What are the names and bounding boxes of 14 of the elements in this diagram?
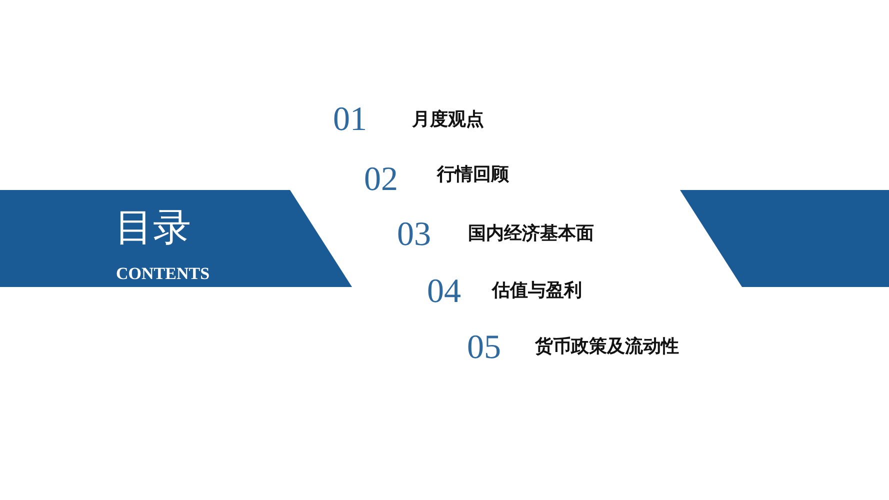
- section-title: 货币政策及流动性: [535, 336, 679, 358]
- section-number: 04: [427, 273, 461, 311]
- section-title: 行情回顾: [437, 164, 509, 186]
- section-title: 月度观点: [412, 109, 484, 131]
- section-number: 02: [364, 161, 398, 199]
- section-title: 国内经济基本面: [468, 223, 594, 245]
- section-number: 05: [467, 329, 501, 367]
- banner-band: [680, 190, 889, 287]
- section-title: 估值与盈利: [492, 280, 582, 302]
- subheading: CONTENTS: [116, 264, 210, 284]
- heading: 目录: [115, 204, 191, 250]
- section-number: 03: [397, 216, 431, 254]
- section-number: 01: [333, 101, 367, 139]
- title-banner: [0, 190, 352, 287]
